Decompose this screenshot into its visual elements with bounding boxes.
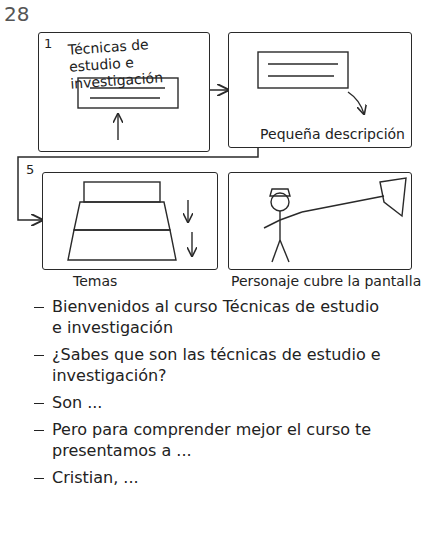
bullet-dash [34,307,44,308]
character-sketch-part [272,240,280,262]
topics-list-sketch-part [191,232,192,256]
panel-caption: Personaje cubre la pantalla [231,273,421,290]
bullet-dash [34,478,44,479]
description-screen-sketch [258,52,364,114]
script-text: Pero para comprender mejor el curso te p… [52,419,392,461]
character-sketch-part [264,220,280,228]
description-screen-sketch-part [348,92,364,114]
title-screen-sketch-part [117,114,118,140]
script-text: Bienvenidos al curso Técnicas de estudio… [52,296,392,338]
script-line: Son ... [52,392,392,413]
topics-list-sketch-part [84,182,160,202]
character-sketch [264,178,406,262]
description-screen-sketch-part [268,75,334,76]
character-sketch-part [280,212,302,220]
title-panel: Técnicas de estudio e investigación [38,32,210,152]
character-panel: Personaje cubre la pantalla [228,172,412,270]
topics-list-sketch-part [187,200,188,222]
flow-arrow [210,89,228,91]
script-line: Bienvenidos al curso Técnicas de estudio… [52,296,392,338]
panel-text: Técnicas de estudio e investigación [67,32,206,92]
topics-list-sketch [68,182,192,260]
page-number: 28 [4,2,29,26]
bullet-dash [34,403,44,404]
script-text: Son ... [52,392,392,413]
description-screen-sketch-part [258,52,348,88]
title-screen-sketch-part [90,97,160,98]
bullet-dash [34,355,44,356]
description-screen-sketch-part [268,63,338,64]
character-sketch-part [270,189,290,196]
character-sketch-part [302,196,384,212]
character-sketch-part [280,240,289,262]
character-sketch-part [279,211,280,240]
topics-panel: Temas [42,172,218,270]
panel-text: Pequeña descripción [260,126,405,143]
bullet-dash [34,430,44,431]
panel-number: 5 [26,162,34,177]
script-line: Cristian, ... [52,467,392,488]
topics-list-sketch-part [74,202,170,230]
character-sketch-part [380,178,406,216]
panel-number: 1 [44,36,52,51]
panel-caption: Temas [73,273,117,290]
script-text: ¿Sabes que son las técnicas de estudio e… [52,344,392,386]
script-line: Pero para comprender mejor el curso te p… [52,419,392,461]
script-line: ¿Sabes que son las técnicas de estudio e… [52,344,392,386]
flow-arrow [18,148,258,220]
topics-list-sketch-part [68,230,176,260]
script-text: Cristian, ... [52,467,392,488]
description-panel: Pequeña descripción [228,32,412,148]
narration-script: Bienvenidos al curso Técnicas de estudio… [52,296,392,494]
